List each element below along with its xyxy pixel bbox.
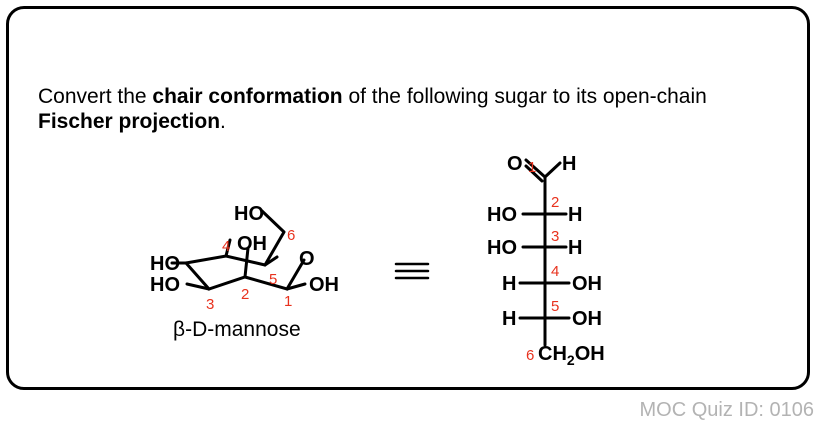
fischer-aldehyde-bonds [524, 158, 562, 183]
fischer-c2-right: H [568, 204, 582, 226]
fischer-num-3: 3 [551, 228, 559, 245]
fischer-num-1: 1 [528, 159, 536, 176]
chair-ring-oxygen: O [299, 248, 315, 270]
chair-conformation-term: chair conformation [152, 85, 343, 108]
fischer-c2-left: HO [487, 204, 517, 226]
question-text: Convert the chair conformation of the fo… [38, 85, 707, 133]
equivalence-symbol [394, 262, 430, 280]
chair-structure: HO HO OH HO O OH 1 2 3 4 5 6 β-D-mannose [150, 203, 339, 341]
fischer-num-5: 5 [551, 298, 559, 315]
chair-num-6: 6 [287, 227, 295, 244]
fischer-structure: O 1 H HO 2 H HO 3 H H 4 OH H 5 OH 6 CH2O… [487, 153, 605, 368]
quiz-id-label: MOC Quiz ID: 0106 [639, 399, 814, 421]
fischer-c5-right: OH [572, 308, 602, 330]
fischer-num-6: 6 [526, 347, 534, 364]
fischer-c4-right: OH [572, 273, 602, 295]
chair-num-3: 3 [206, 296, 214, 313]
sugar-name-caption: β-D-mannose [173, 318, 301, 341]
fischer-carbonyl-o: O [507, 153, 523, 175]
fischer-projection-term: Fischer projection [38, 110, 221, 133]
fischer-num-4: 4 [551, 263, 559, 280]
chair-substituent-bonds [170, 209, 307, 291]
fischer-aldehyde-h: H [562, 153, 576, 175]
chair-num-5: 5 [269, 271, 277, 288]
chair-num-2: 2 [241, 286, 249, 303]
fischer-ch2oh: CH2OH [538, 343, 605, 368]
chair-oh-c1: OH [309, 274, 339, 296]
fischer-backbone [518, 175, 571, 347]
chair-ho-c3: HO [150, 274, 180, 296]
chair-num-1: 1 [284, 293, 292, 310]
chair-num-4: 4 [222, 238, 230, 255]
chair-ho-c4: HO [150, 253, 180, 275]
fischer-c5-left: H [502, 308, 516, 330]
chair-oh-c2: OH [237, 233, 267, 255]
fischer-c3-right: H [568, 237, 582, 259]
question-card [6, 6, 810, 390]
fischer-c3-left: HO [487, 237, 517, 259]
fischer-num-2: 2 [551, 194, 559, 211]
chair-ho-c6: HO [234, 203, 264, 225]
fischer-c4-left: H [502, 273, 516, 295]
